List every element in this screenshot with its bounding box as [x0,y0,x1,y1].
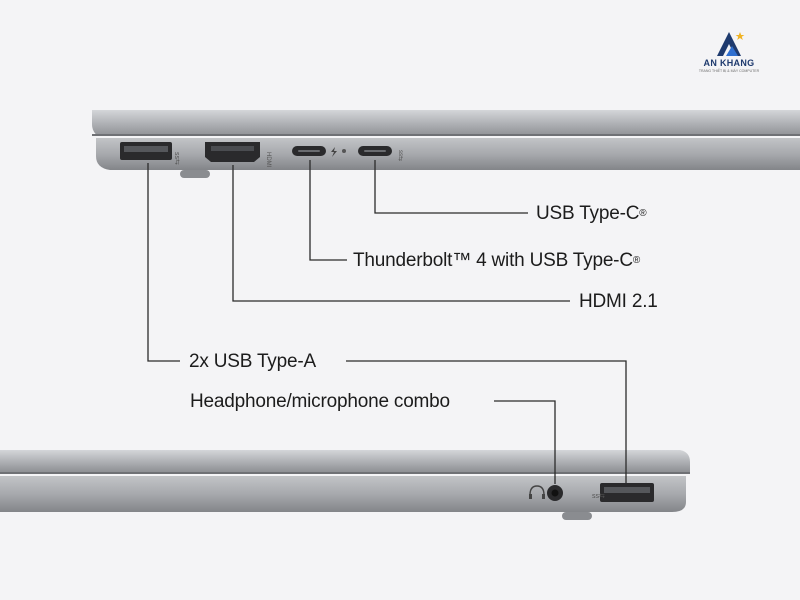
line-usb-a-left [147,163,180,362]
line-thunderbolt [309,160,347,261]
line-hdmi [232,165,570,302]
hdmi-port [205,142,260,162]
logo-name: AN KHANG [703,58,755,68]
label-audio: Headphone/microphone combo [190,391,450,412]
lid-bottom [0,450,690,472]
usb-c-symbol: ss⇆ [397,150,404,161]
line-audio [494,400,556,484]
star-icon [735,32,745,40]
callout-lines [147,160,627,484]
logo-tagline: TRANG THIẾT BỊ & MÁY COMPUTER [698,69,760,73]
usb-a-symbol-right: ss⇆ [592,493,605,500]
brand-logo: AN KHANG TRANG THIẾT BỊ & MÁY COMPUTER [696,28,762,74]
line-usb-c [374,160,528,214]
base-top [96,138,800,170]
label-thunderbolt: Thunderbolt™ 4 with USB Type-C® [353,250,640,272]
hdmi-symbol: HDMI [265,152,271,168]
thunderbolt-icon [331,147,337,157]
rubber-foot [180,170,210,178]
headphone-icon [529,485,545,496]
laptop-right-side: ss⇆ [0,450,690,520]
label-usb-a: 2x USB Type-A [189,351,316,372]
lid-top [92,110,800,136]
label-thunderbolt-text: Thunderbolt™ 4 with USB Type-C [353,250,633,271]
rubber-foot-bottom [562,512,592,520]
laptop-left-side: ss⇆ HDMI ss⇆ [92,110,800,178]
label-usb-c: USB Type-C® [536,203,647,225]
lid-seam [92,134,800,136]
registered-mark: ® [632,255,641,266]
registered-mark: ® [639,208,647,219]
line-usb-a-right [346,360,627,483]
usb-a-symbol-left: ss⇆ [173,152,180,165]
logo-mark-icon [717,32,745,56]
base-bottom [0,476,686,512]
led-indicator-icon [342,149,346,153]
label-usb-c-text: USB Type-C [536,203,640,224]
lid-seam-bottom [0,472,690,474]
label-hdmi: HDMI 2.1 [579,291,658,312]
